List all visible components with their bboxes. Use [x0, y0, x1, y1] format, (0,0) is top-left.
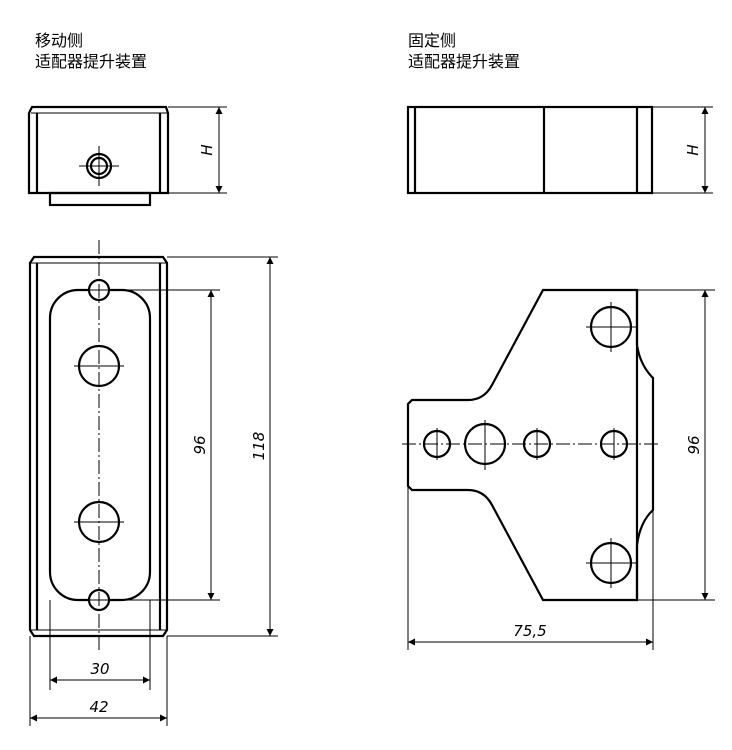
dimension-75-5: 75,5 — [513, 622, 546, 640]
title-line: 适配器提升装置 — [35, 52, 148, 71]
dimension-118: 118 — [250, 432, 268, 461]
moving-side-front-view: 96 118 30 42 — [28, 240, 278, 726]
moving-side-title: 移动侧 适配器提升装置 — [35, 30, 147, 72]
fixed-side-front-view: 96 75,5 — [402, 288, 715, 650]
dimension-h-right: H — [684, 144, 702, 155]
moving-side-top-view: H — [27, 105, 227, 207]
dimension-42: 42 — [89, 698, 108, 716]
dimension-96-right: 96 — [685, 435, 703, 454]
dimension-96-left: 96 — [191, 435, 209, 454]
fixed-side-title: 固定侧 适配器提升装置 — [408, 30, 520, 72]
title-line: 固定侧 — [408, 31, 457, 50]
fixed-side-top-view: H — [406, 105, 713, 195]
dimension-h-left: H — [198, 144, 216, 155]
title-line: 适配器提升装置 — [408, 52, 521, 71]
title-line: 移动侧 — [35, 31, 84, 50]
dimension-30: 30 — [90, 660, 109, 678]
